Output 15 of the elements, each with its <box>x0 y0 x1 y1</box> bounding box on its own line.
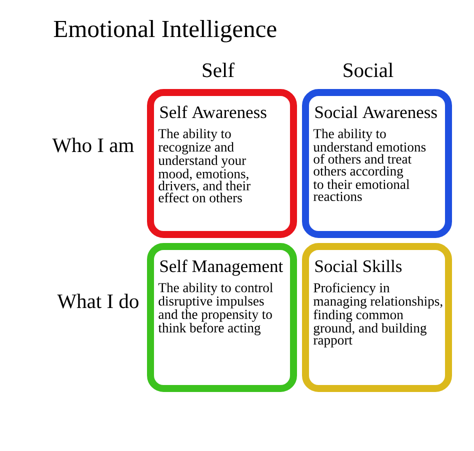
row-label: What I do <box>57 294 138 308</box>
box-description: Proficiency in managing relationships, finding common ground, and building rapport <box>313 282 442 348</box>
quadrant-box <box>147 243 297 392</box>
box-heading: Self Management <box>160 260 284 276</box>
title: Emotional Intelligence <box>54 20 276 42</box>
box-description: The ability to recognize and understand your mood, emotions, drivers, and their effect on others <box>158 128 250 202</box>
quadrant-box <box>302 89 452 238</box>
box-description: The ability to control disruptive impulses and the propensity to think before acting <box>158 282 273 336</box>
box-heading: Social Skills <box>315 260 402 272</box>
quadrant-box <box>147 89 297 238</box>
column-header: Social <box>344 62 394 78</box>
box-heading: Social Awareness <box>315 106 437 118</box>
box-description: The ability to understand emotions of others and treat others according to their emotional reactions <box>313 128 426 201</box>
quadrant-box <box>302 243 452 392</box>
box-heading: Self Awareness <box>160 106 266 118</box>
